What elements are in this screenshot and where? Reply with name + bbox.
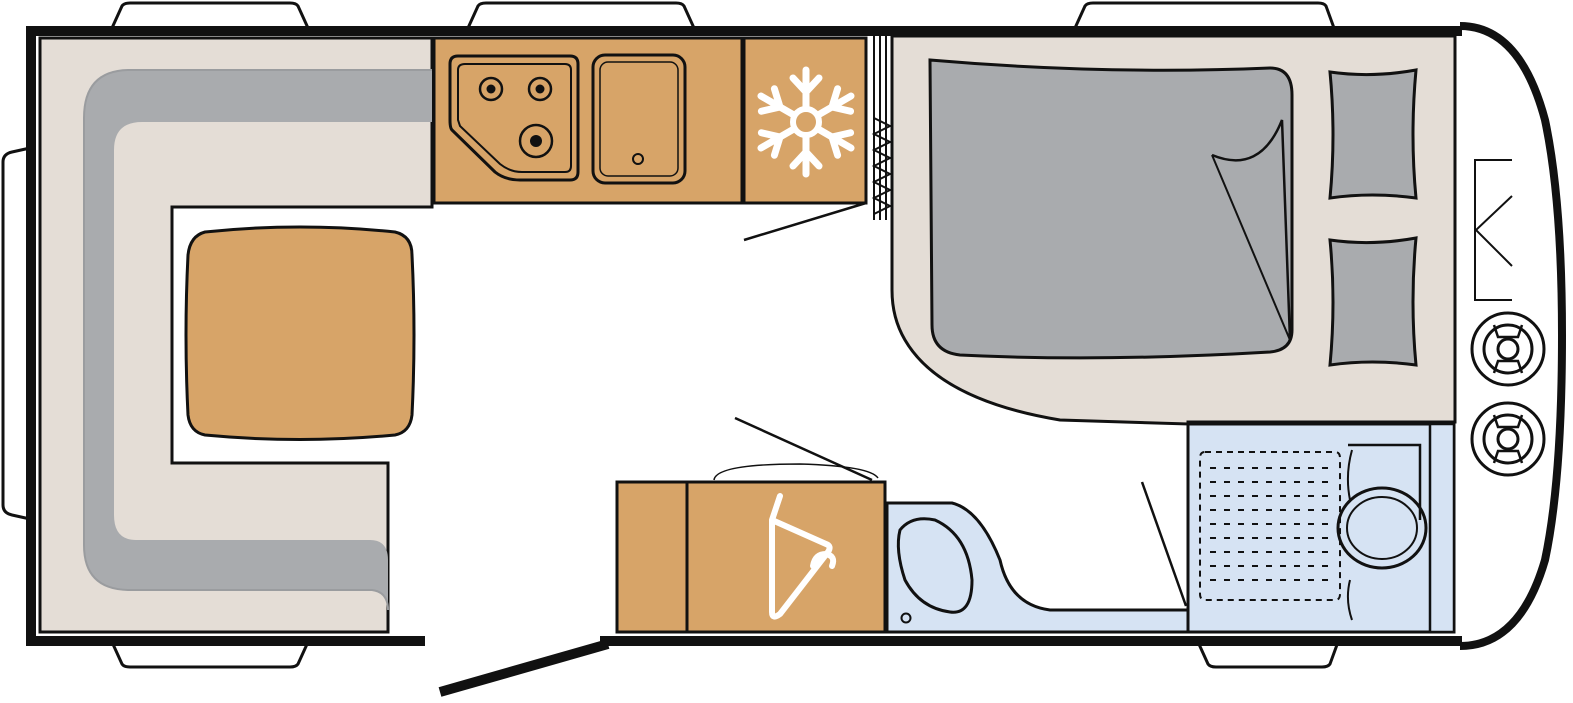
washroom-door-swing <box>1140 481 1188 607</box>
kitchen-counter <box>432 36 744 205</box>
bed-mattress <box>928 58 1294 360</box>
windows-top <box>109 1 1337 30</box>
snowflake-icon <box>754 66 857 174</box>
window-icon <box>1195 640 1341 669</box>
windows-bottom <box>109 640 1341 669</box>
tail-light-icon <box>1470 311 1546 387</box>
bathroom <box>1186 422 1456 634</box>
hob-icon <box>448 54 580 182</box>
door-icon <box>438 639 610 697</box>
window-icon <box>1072 1 1337 30</box>
wardrobe-door-arc <box>713 463 879 481</box>
tail-light-icon <box>1470 401 1546 477</box>
pillow-lower <box>1328 236 1418 367</box>
wardrobe-side <box>615 480 689 634</box>
washroom-floor <box>885 501 1190 634</box>
dining-table <box>184 225 416 441</box>
lounge-seat-outline <box>83 69 432 611</box>
window-icon <box>1 146 32 521</box>
wardrobe-door-swing <box>734 416 873 482</box>
shower-curtain <box>1346 449 1353 621</box>
rear-window <box>1474 159 1513 301</box>
fridge-door-swing <box>743 201 867 242</box>
shower-tray-icon <box>1199 451 1341 601</box>
bed-fold-corner <box>1211 154 1291 341</box>
window-icon <box>109 1 311 30</box>
pillow-upper <box>1328 68 1418 200</box>
coat-hanger-icon <box>769 493 837 620</box>
window-icon <box>465 1 697 30</box>
folding-partition <box>871 36 893 220</box>
sink-icon <box>591 53 687 185</box>
bed-fold-line <box>1211 119 1292 341</box>
bathroom-cabinet <box>1428 422 1456 634</box>
washbasin-icon <box>896 517 974 624</box>
window-icon <box>109 640 311 669</box>
lounge-seat-back <box>84 70 432 608</box>
toilet-icon <box>1336 443 1428 570</box>
outer-walls <box>26 22 1567 650</box>
